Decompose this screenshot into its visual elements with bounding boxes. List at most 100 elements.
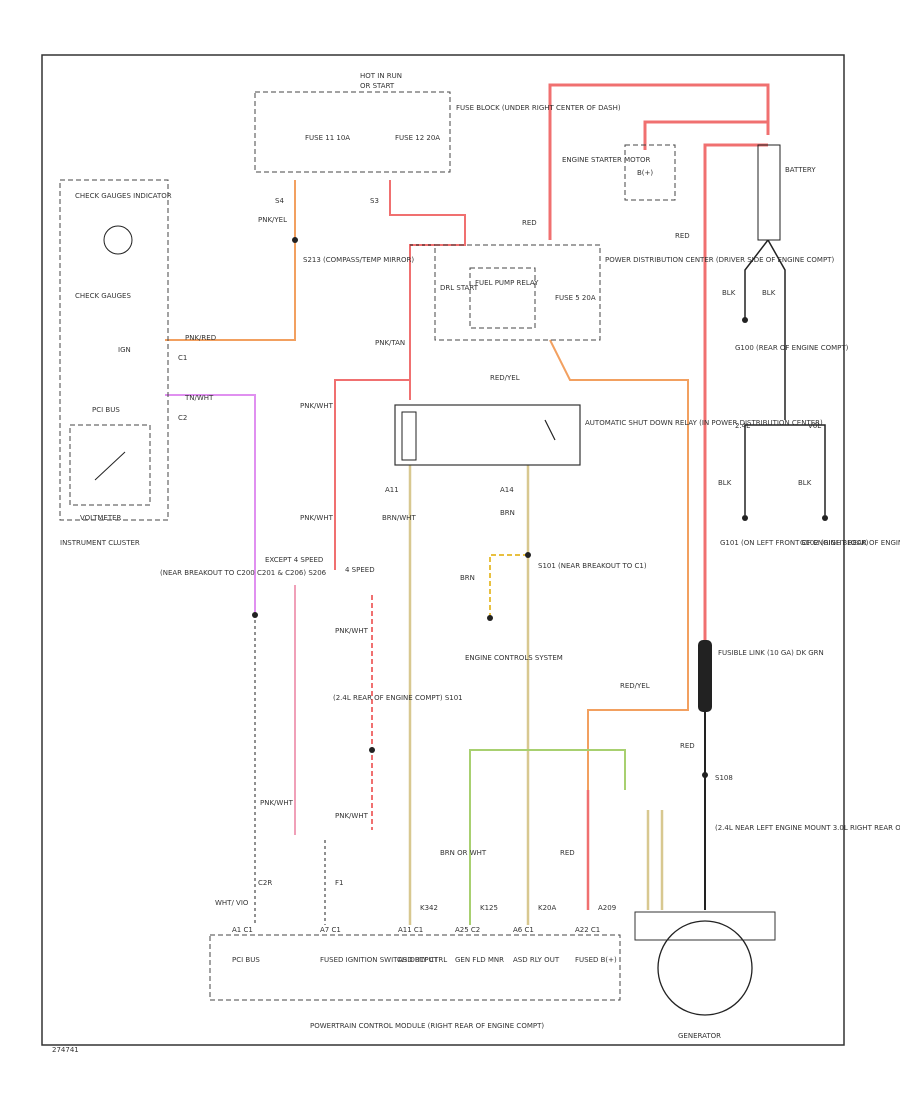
label-hot-in-run: HOT IN RUN [360,72,402,80]
label-near-breakout: (NEAR BREAKOUT TO C200 C201 & C206) S206 [160,569,327,577]
label-k20a: K20A [538,904,556,912]
pcm-pin-number: A6 C1 [513,926,534,934]
label-generator-loc: (2.4L NEAR LEFT ENGINE MOUNT 3.0L RIGHT … [715,824,900,832]
label-blk-1: BLK [722,289,736,297]
label-pnk-wht-2: PNK/WHT [300,402,334,410]
wire-black-ground [745,424,826,515]
label-check-gauges: CHECK GAUGES [75,292,131,300]
label-fuse5: FUSE 5 20A [555,294,596,302]
pcm-pin-number: A1 C1 [232,926,253,934]
label-s3: S3 [370,197,379,205]
wire-red-starter [643,120,768,150]
label-wht-vio: WHT/ VIO [215,899,249,907]
splice-s206 [252,612,258,618]
fuse-block-box [254,91,451,173]
label-fuse11: FUSE 11 10A [305,134,350,142]
label-brn-or-wht: BRN OR WHT [440,849,487,857]
label-g102: G102 (RIGHT REAR OF ENGINE COMPT) [800,539,900,547]
wire-red-top [548,83,770,240]
pcm-pin-number: A11 C1 [398,926,423,934]
voltmeter-box [69,424,151,506]
power-dist-box [434,244,601,341]
label-a209: A209 [598,904,616,912]
label-ign: IGN [118,346,131,354]
label-pnk-yel: PNK/YEL [258,216,287,224]
label-red-yel-1: RED/YEL [490,374,520,382]
label-generator: GENERATOR [678,1032,721,1040]
splice-s108 [702,772,708,778]
pcm-pin-number: A7 C1 [320,926,341,934]
label-a11: A11 [385,486,399,494]
fusible-link [698,640,712,712]
splice-s101b [525,552,531,558]
label-drl-start: DRL START [440,284,479,292]
indicator-bulb [103,225,133,255]
label-red-1: RED [522,219,537,227]
wire-orange-fuse11 [165,180,296,341]
label-c2: C2 [178,414,187,422]
label-start: OR START [360,82,395,90]
splice-ec [487,615,493,621]
label-blk-3: BLK [718,479,732,487]
label-engine-starter: ENGINE STARTER MOTOR [562,156,650,164]
wire-pink-asd [334,379,411,570]
label-b-plus: B(+) [637,169,653,177]
label-blk-2: BLK [762,289,776,297]
instrument-cluster-box [59,179,169,521]
label-red-3: RED [680,742,695,750]
pcm-pin-label: ASD RLY CTRL [398,956,447,964]
label-4speed: 4 SPEED [345,566,375,574]
label-fuse-block: FUSE BLOCK (UNDER RIGHT CENTER OF DASH) [456,104,621,112]
label-pnk-wht-3: PNK/WHT [335,627,369,635]
label-s101: (2.4L REAR OF ENGINE COMPT) S101 [333,694,463,702]
battery-body [757,144,781,241]
label-engine-controls: ENGINE CONTROLS SYSTEM [465,654,563,662]
label-red-yel-2: RED/YEL [620,682,650,690]
label-instrument-cluster: INSTRUMENT CLUSTER [60,539,140,547]
fuel-pump-relay-box [469,267,536,329]
pcm-pin-label: ASD RLY OUT [513,956,560,964]
splice-s213 [292,237,298,243]
wire-red-battery [703,143,768,640]
pcm-box [209,934,621,1001]
label-fuse12: FUSE 12 20A [395,134,440,142]
asd-switch [544,419,556,441]
label-power-dist: POWER DISTRIBUTION CENTER (DRIVER SIDE O… [605,256,834,264]
label-brn-1: BRN [500,509,515,517]
label-pnk-red: PNK/RED [185,334,216,342]
generator-body [657,920,753,1016]
splice-s101 [369,747,375,753]
wire-black-battery2 [767,239,786,420]
label-asd-relay: AUTOMATIC SHUT DOWN RELAY (IN POWER DIST… [585,419,823,427]
diagram-frame [41,54,845,1046]
label-pnk-wht-1: PNK/WHT [300,514,334,522]
pcm-pin-number: A22 C1 [575,926,600,934]
asd-relay-box [394,404,581,466]
label-brn-wht: BRN/WHT [382,514,416,522]
wire-yellow-dash [489,554,528,618]
ground-g101 [742,515,748,521]
ground-g102 [822,515,828,521]
label-tn-wht: TN/WHT [184,394,214,402]
label-pci-bus: PCI BUS [92,406,120,414]
label-battery: BATTERY [785,166,816,174]
label-k125: K125 [480,904,498,912]
label-pcm-title: POWERTRAIN CONTROL MODULE (RIGHT REAR OF… [310,1022,544,1030]
asd-coil [401,411,417,461]
label-g101: G101 (ON LEFT FRONT OF ENGINE BLOCK) [720,539,869,547]
label-brn-2: BRN [460,574,475,582]
label-fuel-pump-relay: FUEL PUMP RELAY [475,279,539,287]
starter-motor-box [624,144,676,201]
label-c2r: C2R [258,879,272,887]
label-s108: S108 [715,774,733,782]
label-v6l: V6L [808,422,821,430]
label-s213: S213 (COMPASS/TEMP MIRROR) [303,256,414,264]
pcm-pin-label: FUSED IGNITION SWITCH OUTPUT [320,956,439,964]
label-check-gauges-indicator: CHECK GAUGES INDICATOR [75,192,172,200]
voltmeter-needle [94,451,126,481]
label-24l: 2.4L [735,422,750,430]
wire-black-battery [744,239,769,320]
label-f1: F1 [335,879,343,887]
